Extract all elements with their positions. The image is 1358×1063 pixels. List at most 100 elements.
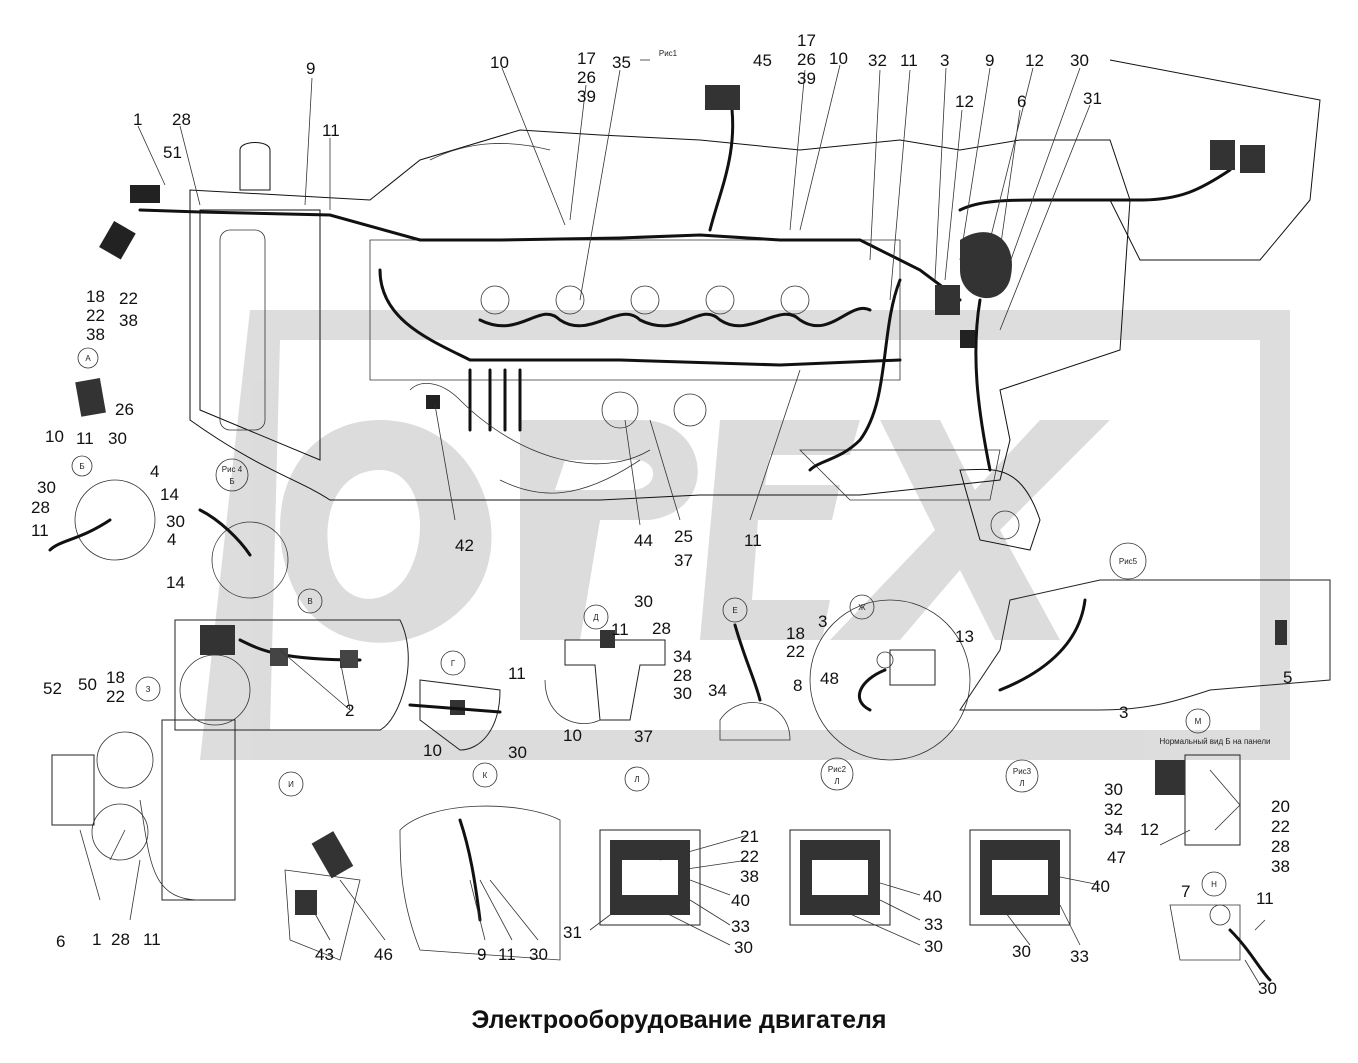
view-label-v: В <box>307 597 312 606</box>
callout: 35 <box>612 53 631 72</box>
callout: 9 <box>306 59 315 78</box>
callout: 51 <box>163 143 182 162</box>
callout: 6 <box>1017 92 1026 111</box>
callout: 12 <box>1025 51 1044 70</box>
detail-ris3 <box>969 759 1071 926</box>
callout: 22 <box>1271 817 1290 836</box>
callout: 40 <box>1091 877 1110 896</box>
callout: 11 <box>322 121 340 140</box>
callout: 30 <box>1012 942 1031 961</box>
callout: 30 <box>924 937 943 956</box>
callout: 31 <box>1083 89 1102 108</box>
fig-label-ris2-view: Л <box>834 777 839 786</box>
callout: 11 <box>744 531 762 550</box>
detail-ris4 <box>198 458 289 599</box>
view-label-n: Н <box>1211 880 1217 889</box>
view-label-g: Г <box>451 659 456 668</box>
callouts: 1 28 51 9 11 10 17 26 39 35 45 17 26 39 … <box>31 31 1292 998</box>
callout: 2 <box>345 701 354 720</box>
callout: 6 <box>56 932 65 951</box>
watermark-logo <box>200 310 1290 760</box>
fig-label-ris4: Рис 4 <box>222 465 243 474</box>
callout: 30 <box>1070 51 1089 70</box>
callout: 18 <box>106 668 125 687</box>
callout: 1 <box>133 110 142 129</box>
callout: 30 <box>508 743 527 762</box>
callout: 11 <box>143 930 161 949</box>
callout: 30 <box>673 684 692 703</box>
fig-label-ris3-view: Л <box>1019 779 1024 788</box>
callout: 3 <box>818 612 827 631</box>
detail-v <box>174 588 409 731</box>
callout: 11 <box>611 620 629 639</box>
callout: 26 <box>577 68 596 87</box>
callout: 18 <box>786 624 805 643</box>
callout: 39 <box>797 69 816 88</box>
fig-label-ris5: Рис5 <box>1119 557 1138 566</box>
callout: 26 <box>797 50 816 69</box>
callout: 48 <box>820 669 839 688</box>
detail-k <box>399 762 561 961</box>
callout: 43 <box>315 945 334 964</box>
detail-l <box>599 766 701 926</box>
fig-label-ris2: Рис2 <box>828 765 847 774</box>
callout: 30 <box>108 429 127 448</box>
callout: 34 <box>708 681 727 700</box>
callout: 38 <box>1271 857 1290 876</box>
callout: 17 <box>577 49 596 68</box>
callout: 10 <box>829 49 848 68</box>
callout: 22 <box>86 306 105 325</box>
engine-outline <box>189 59 1321 551</box>
view-label-e: Е <box>732 606 737 615</box>
view-label-l: Л <box>634 775 639 784</box>
callout: 31 <box>563 923 582 942</box>
callout: 9 <box>985 51 994 70</box>
detail-z <box>51 676 236 901</box>
callout: 17 <box>797 31 816 50</box>
callout: 22 <box>106 687 125 706</box>
callout: 7 <box>1181 882 1190 901</box>
detail-zh <box>809 594 971 761</box>
callout: 22 <box>740 847 759 866</box>
fig-label-ris4-view: Б <box>229 477 234 486</box>
callout: 30 <box>634 592 653 611</box>
detail-e <box>719 597 791 741</box>
view-label-b: Б <box>79 462 84 471</box>
callout: 10 <box>490 53 509 72</box>
callout: 37 <box>674 551 693 570</box>
callout: 50 <box>78 675 97 694</box>
callout: 26 <box>115 400 134 419</box>
callout: 38 <box>740 867 759 886</box>
callout: 8 <box>793 676 802 695</box>
callout: 30 <box>166 512 185 531</box>
view-label-k: К <box>483 771 488 780</box>
callout: 40 <box>923 887 942 906</box>
components <box>99 85 1265 409</box>
callout: 10 <box>423 741 442 760</box>
callout: 21 <box>740 827 759 846</box>
callout: 11 <box>76 429 94 448</box>
callout: 30 <box>1104 780 1123 799</box>
callout: 42 <box>455 536 474 555</box>
callout: 10 <box>563 726 582 745</box>
detail-g <box>408 650 502 751</box>
callout: 28 <box>111 930 130 949</box>
callout: 4 <box>167 530 176 549</box>
callout: 30 <box>1258 979 1277 998</box>
callout: 9 <box>477 945 486 964</box>
callout: 38 <box>86 325 105 344</box>
callout: 3 <box>1119 703 1128 722</box>
view-label-i: И <box>288 780 294 789</box>
callout: 18 <box>86 287 105 306</box>
callout: 38 <box>119 311 138 330</box>
callout: 45 <box>753 51 772 70</box>
callout: 25 <box>674 527 693 546</box>
callout: 34 <box>673 647 692 666</box>
detail-ris2 <box>789 757 891 926</box>
callout: 44 <box>634 531 653 550</box>
callout: 28 <box>652 619 671 638</box>
detail-m <box>1155 708 1241 846</box>
callout: 11 <box>498 945 516 964</box>
callout: 33 <box>924 915 943 934</box>
